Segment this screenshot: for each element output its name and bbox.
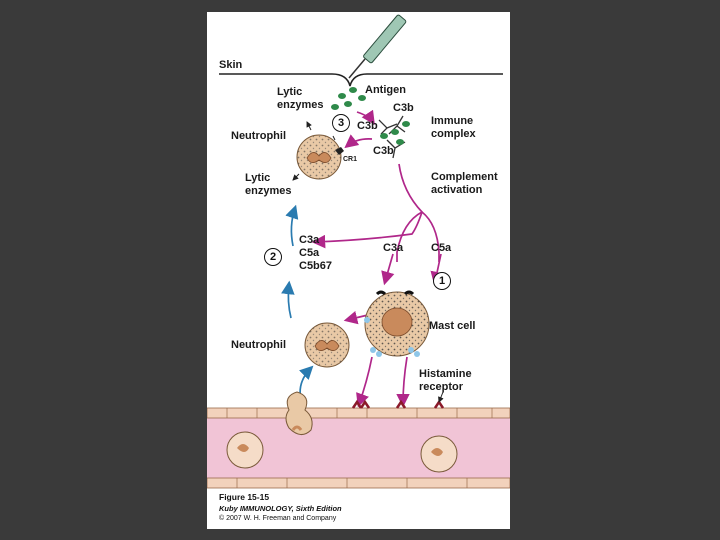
caption-copyright: © 2007 W. H. Freeman and Company [219, 515, 337, 522]
neutrophil-bottom-cell [304, 322, 350, 368]
label-c3b-1: C3b [393, 102, 414, 114]
label-c3b-3: C3b [373, 145, 394, 157]
label-immune-2: complex [431, 128, 476, 140]
step-2-marker: 2 [264, 248, 282, 266]
label-neutrophil-bottom: Neutrophil [231, 339, 286, 351]
skin-line [219, 73, 503, 87]
label-lytic-mid-1: Lytic [245, 172, 271, 184]
label-histamine-2: receptor [419, 381, 464, 393]
label-complement-2: activation [431, 184, 483, 196]
caption-figure: Figure 15-15 [219, 492, 270, 502]
caption-book: Kuby IMMUNOLOGY, Sixth Edition [219, 504, 342, 513]
label-lytic-top-1: Lytic [277, 86, 303, 98]
label-lytic-mid-2: enzymes [245, 185, 292, 197]
step-1-marker: 1 [433, 272, 451, 290]
label-c3a-right: C3a [383, 242, 404, 254]
label-antigen: Antigen [365, 84, 406, 96]
syringe [348, 14, 407, 79]
label-lytic-top-2: enzymes [277, 99, 324, 111]
label-c5a-left: C5a [299, 247, 320, 259]
label-c5a-right: C5a [431, 242, 452, 254]
magenta-arrows [311, 109, 444, 408]
blood-vessel [207, 391, 510, 489]
label-c5b67: C5b67 [299, 260, 333, 272]
label-skin: Skin [219, 59, 243, 71]
label-histamine-1: Histamine [419, 368, 472, 380]
diagram-graphics [207, 14, 510, 489]
label-immune-1: Immune [431, 115, 474, 127]
label-cr1: CR1 [343, 156, 358, 163]
label-c3a-left: C3a [299, 234, 320, 246]
figure-panel: Skin Antigen Lytic enzymes C3b C3b C3b I… [207, 12, 510, 529]
label-mast-cell: Mast cell [429, 320, 476, 332]
neutrophil-top-cell [296, 134, 344, 180]
antigen-particles [331, 87, 366, 110]
immune-complex [378, 115, 410, 159]
label-complement-1: Complement [431, 171, 498, 183]
step-3-marker: 3 [332, 114, 350, 132]
mast-cell [364, 290, 430, 357]
label-neutrophil-top: Neutrophil [231, 130, 286, 142]
label-c3b-2: C3b [357, 120, 378, 132]
